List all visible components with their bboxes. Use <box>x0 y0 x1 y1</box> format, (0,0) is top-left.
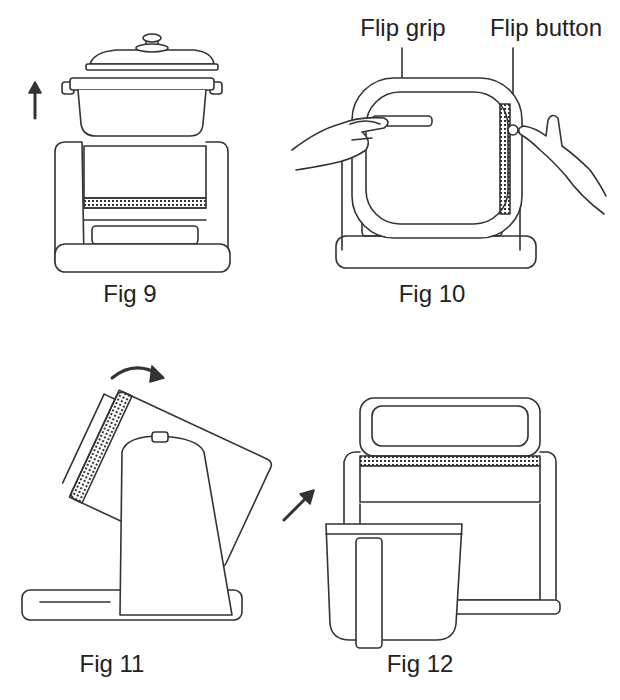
fig9-drawing <box>29 34 230 272</box>
part-label: Flip grip <box>358 14 447 42</box>
fig10-drawing <box>292 48 606 268</box>
figure-label: Fig 11 <box>78 650 147 678</box>
fig11-drawing <box>22 366 273 620</box>
figure-label: Fig 12 <box>385 650 456 678</box>
part-label: Flip button <box>488 14 604 42</box>
fig12-drawing <box>284 398 560 648</box>
figure-label: Fig 9 <box>101 280 158 308</box>
figure-label: Fig 10 <box>397 280 468 308</box>
